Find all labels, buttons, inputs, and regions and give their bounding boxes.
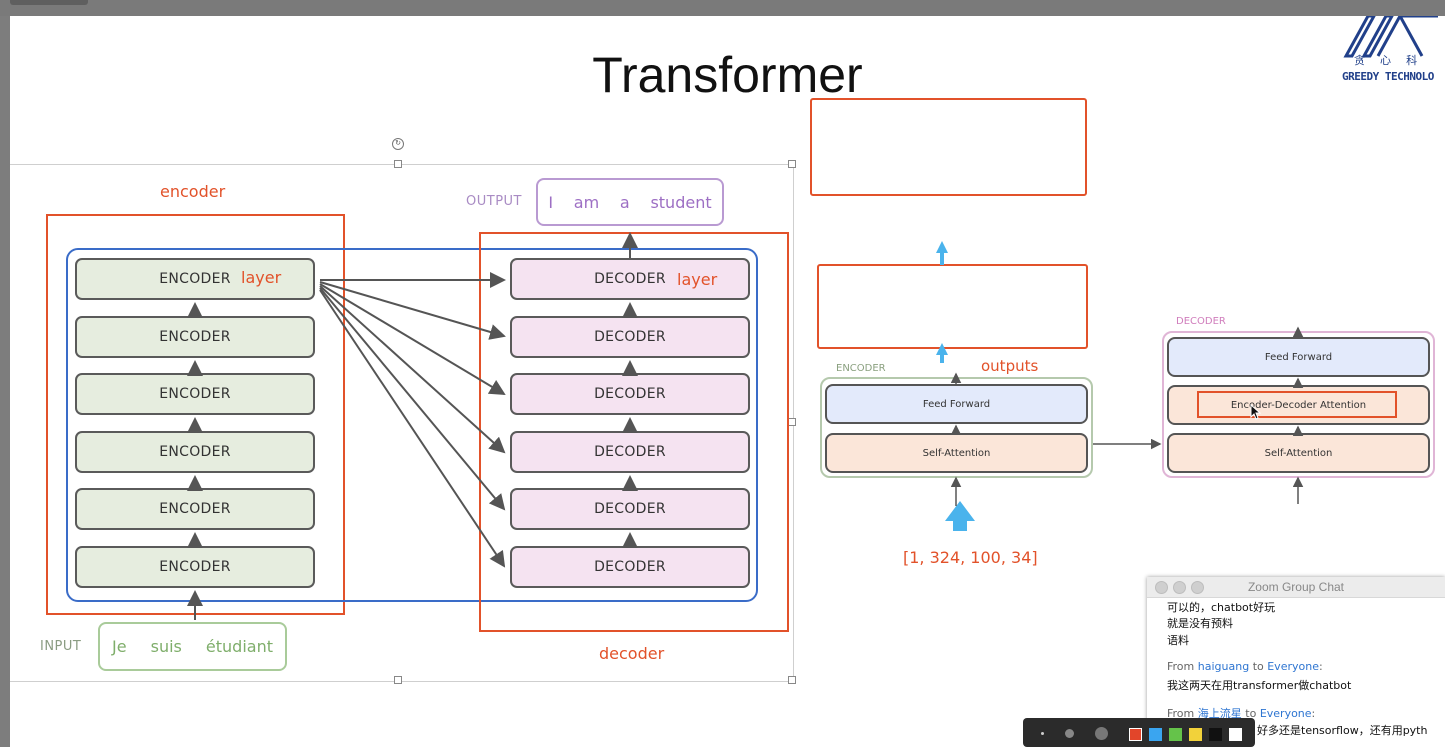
resize-handle-top-right[interactable] (788, 160, 796, 168)
pen-size-medium-icon[interactable] (1065, 729, 1074, 738)
chat-title-bar[interactable]: Zoom Group Chat (1147, 577, 1445, 598)
recipient-name[interactable]: Everyone (1259, 707, 1312, 720)
encoder-layer-label: layer (241, 268, 282, 287)
slide-title: Transformer (592, 47, 863, 103)
mouse-cursor-icon (1250, 404, 1262, 420)
chat-message-header: From 海上流星 to Everyone: (1167, 705, 1315, 721)
zoom-window-icon[interactable] (1191, 581, 1204, 594)
feed-forward-label: Feed Forward (922, 398, 991, 410)
decoder-block-label: DECODER (594, 386, 666, 402)
enc-dec-attention-selection[interactable] (1197, 391, 1397, 418)
decoder-self-attention: Self-Attention (1167, 433, 1430, 473)
annotation-toolbar[interactable] (1023, 718, 1255, 747)
input-vector: [1, 324, 100, 34] (903, 548, 1038, 567)
encoder-self-attention: Self-Attention (825, 433, 1088, 473)
encoder-block-label: ENCODER (159, 329, 231, 345)
output-word: am (573, 192, 600, 212)
blue-arrows (936, 241, 975, 531)
enc-dec-attention-label: Encoder-Decoder Attention (1230, 399, 1367, 411)
output-word: I (548, 192, 554, 212)
color-swatch-green[interactable] (1169, 728, 1182, 741)
window-top-bar (0, 0, 1445, 16)
encoder-block-label: ENCODER (159, 501, 231, 517)
logo-mark-icon (1343, 16, 1438, 58)
window-tab[interactable] (10, 0, 88, 5)
right-diagram-arrows (950, 326, 1304, 506)
decoder-block-1: DECODER (510, 258, 750, 300)
input-label: INPUT (40, 639, 82, 654)
logo-chinese-text: 贪 心 科 (1354, 55, 1424, 67)
chat-message-line: 语料 (1167, 634, 1189, 647)
decoder-block-label: DECODER (594, 271, 666, 287)
chat-title: Zoom Group Chat (1247, 580, 1345, 594)
decoder-block-2: DECODER (510, 316, 750, 358)
from-label: From (1167, 707, 1195, 720)
color-swatch-black[interactable] (1209, 728, 1222, 741)
encoder-block-label: ENCODER (159, 271, 231, 287)
output-box: I am a student (536, 178, 724, 226)
resize-handle-top[interactable] (394, 160, 402, 168)
close-window-icon[interactable] (1155, 581, 1168, 594)
output-word: a (619, 192, 630, 212)
to-label: to (1252, 660, 1264, 673)
sender-name[interactable]: haiguang (1197, 660, 1250, 673)
decoder-block-label: DECODER (594, 329, 666, 345)
self-attention-label: Self-Attention (1264, 447, 1333, 459)
right-decoder-caption: DECODER (1176, 316, 1226, 327)
resize-handle-bottom[interactable] (394, 676, 402, 684)
encoder-block-label: ENCODER (159, 559, 231, 575)
chat-message-line: 就是没有预料 (1167, 617, 1233, 630)
company-logo: 贪 心 科 GREEDY TECHNOLO (1338, 16, 1445, 91)
resize-handle-bottom-right[interactable] (788, 676, 796, 684)
input-word: Je (112, 637, 127, 656)
sender-name[interactable]: 海上流星 (1197, 707, 1242, 720)
diagram-arrows (187, 232, 638, 620)
color-swatch-yellow[interactable] (1189, 728, 1202, 741)
pen-size-small-icon[interactable] (1041, 732, 1044, 735)
output-label: OUTPUT (466, 194, 522, 209)
chat-message-line: 可以的，chatbot好玩 (1167, 601, 1276, 614)
output-word: student (650, 192, 712, 212)
from-label: From (1167, 660, 1195, 673)
decoder-block-label: DECODER (594, 501, 666, 517)
drawn-rectangle-middle[interactable] (817, 264, 1088, 349)
encoder-decoder-frame (66, 248, 758, 602)
color-swatch-blue[interactable] (1149, 728, 1162, 741)
encoder-block-4: ENCODER (75, 431, 315, 473)
to-label: to (1245, 707, 1257, 720)
chat-message-line: 我这两天在用transformer做chatbot (1167, 679, 1352, 692)
encoder-block-label: ENCODER (159, 386, 231, 402)
encoder-label: encoder (160, 182, 226, 201)
input-word: suis (150, 637, 182, 656)
slide-canvas: Transformer 贪 心 科 GREEDY TECHNOLO ↻ enco… (10, 16, 1445, 747)
input-word: étudiant (205, 637, 273, 656)
colon: : (1311, 707, 1316, 720)
color-swatch-red[interactable] (1129, 728, 1142, 741)
color-swatch-white[interactable] (1229, 728, 1242, 741)
decoder-block-4: DECODER (510, 431, 750, 473)
right-encoder-caption: ENCODER (836, 363, 886, 374)
outputs-label: outputs (981, 357, 1039, 375)
chat-message-header: From haiguang to Everyone: (1167, 660, 1323, 673)
decoder-block-3: DECODER (510, 373, 750, 415)
self-attention-label: Self-Attention (922, 447, 991, 459)
rotate-handle-icon[interactable]: ↻ (392, 138, 404, 150)
minimize-window-icon[interactable] (1173, 581, 1186, 594)
drawn-rectangle-top[interactable] (810, 98, 1087, 196)
decoder-layer-label: layer (677, 270, 718, 289)
encoder-block-6: ENCODER (75, 546, 315, 588)
feed-forward-label: Feed Forward (1264, 351, 1333, 363)
pen-size-large-icon[interactable] (1095, 727, 1108, 740)
input-box: Je suis étudiant (98, 622, 287, 671)
chat-message-line: 好多还是tensorflow，还有用pyth (1257, 724, 1428, 737)
recipient-name[interactable]: Everyone (1267, 660, 1319, 673)
decoder-block-label: DECODER (594, 559, 666, 575)
colon: : (1318, 660, 1323, 673)
decoder-label: decoder (599, 644, 665, 663)
encoder-block-label: ENCODER (159, 444, 231, 460)
logo-text: GREEDY TECHNOLO (1342, 70, 1434, 83)
decoder-block-label: DECODER (594, 444, 666, 460)
encoder-block-1: ENCODER (75, 258, 315, 300)
